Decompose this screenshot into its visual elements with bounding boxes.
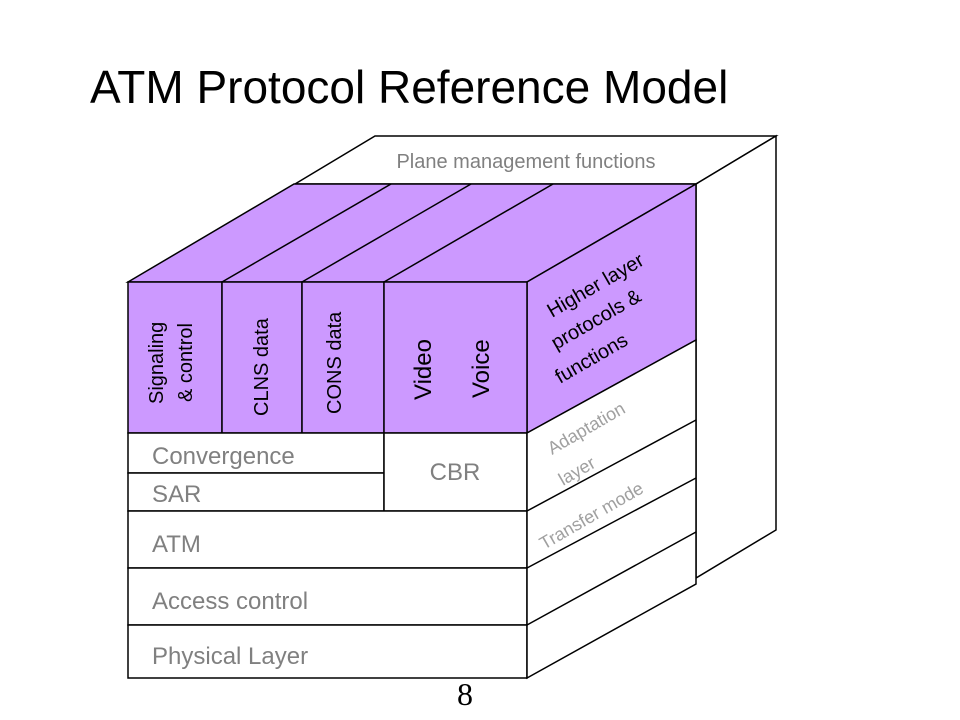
cbr-label: CBR [430,459,481,486]
atm-label: ATM [152,531,201,558]
plane-management-label: Plane management functions [396,151,655,173]
layer-cbr [383,432,528,512]
video-label: Video [410,339,437,400]
layer-physical [127,624,528,679]
column-video-voice [383,281,528,434]
physical-layer-label: Physical Layer [152,643,308,670]
signaling-label-line1: Signaling [146,322,168,404]
voice-label: Voice [468,339,495,398]
access-control-label: Access control [152,588,308,615]
page-title: ATM Protocol Reference Model [90,61,729,113]
management-plane-side [695,134,777,580]
cons-label: CONS data [324,311,346,414]
layer-sar [127,472,385,512]
signaling-label-line2: & control [175,323,197,402]
sar-label: SAR [152,481,201,508]
convergence-label: Convergence [152,443,295,470]
clns-label: CLNS data [251,317,273,416]
side-face-lower [526,338,697,680]
layer-access-control [127,567,528,626]
layer-atm [127,510,528,569]
page-number: 8 [457,676,473,712]
column-cons [301,281,385,434]
